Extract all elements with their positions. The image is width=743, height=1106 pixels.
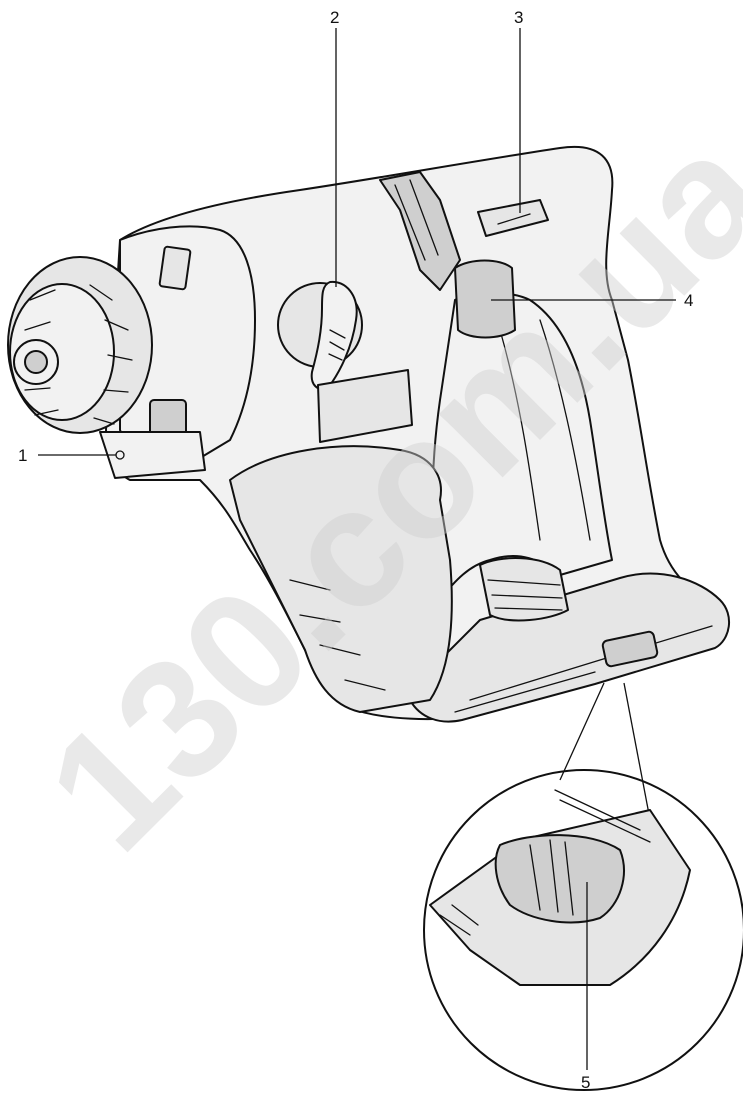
rotary-hammer-drawing	[7, 145, 730, 723]
callout-1: 1	[18, 446, 27, 465]
chuck-face	[9, 283, 115, 421]
chuck-bore	[24, 350, 48, 374]
detail-guide-left	[559, 682, 605, 781]
status-indicator	[477, 199, 549, 237]
detail-guide-right	[623, 682, 653, 831]
grip-contour-2	[539, 319, 591, 541]
reverse-switch	[454, 259, 516, 339]
callout-3: 3	[514, 8, 523, 27]
detail-release-latch	[494, 834, 625, 924]
trigger	[479, 557, 569, 622]
callout-5: 5	[581, 1073, 590, 1092]
detail-side-clip	[439, 904, 479, 936]
selector-ticks	[328, 329, 346, 361]
callout-4: 4	[684, 291, 693, 310]
trigger-ribs	[487, 579, 563, 611]
detail-circle	[423, 769, 743, 1091]
front-collar	[99, 431, 206, 479]
side-label-panel	[317, 369, 413, 443]
indicator-mark	[497, 213, 531, 225]
chuck	[7, 256, 153, 434]
detail-view	[423, 682, 743, 1091]
mode-selector-lever	[310, 280, 358, 391]
band-lines	[394, 179, 439, 261]
top-grip-band	[379, 171, 461, 291]
gear-housing	[229, 445, 453, 713]
nose-window	[158, 245, 192, 291]
callout-2: 2	[330, 8, 339, 27]
base-edge-line-2	[454, 671, 596, 713]
detail-latch-ribs	[529, 839, 574, 916]
grip-contour	[499, 329, 541, 541]
base-edge-line	[469, 625, 713, 701]
detail-edge	[554, 789, 651, 843]
vent-slots	[289, 579, 386, 691]
battery-release-button	[601, 630, 659, 668]
